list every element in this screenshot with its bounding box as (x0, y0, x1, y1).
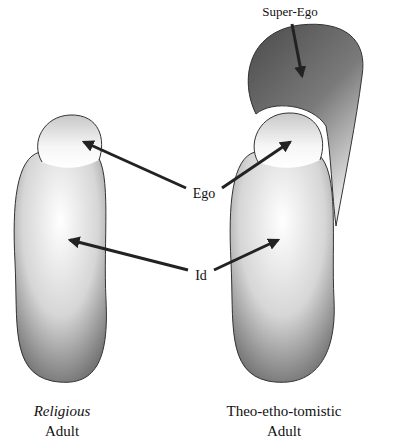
part-label: Id (195, 268, 207, 283)
leader-arrow (292, 24, 302, 76)
part-label: Super-Ego (262, 5, 317, 19)
figure-caption: Adult (267, 423, 301, 440)
figure-caption: Theo-etho-tomistic (227, 403, 342, 420)
ego-outline (254, 113, 323, 162)
id-body (230, 152, 334, 382)
part-label: Ego (193, 186, 216, 201)
leader-arrow (70, 240, 188, 270)
leader-arrow (222, 142, 290, 188)
ego-outline (38, 115, 102, 162)
id-body (14, 152, 106, 382)
leader-arrow (214, 240, 278, 270)
figure-caption: Religious (34, 403, 91, 420)
ego-head (38, 115, 102, 168)
figure-caption: Adult (45, 423, 79, 440)
leader-arrow (84, 142, 186, 188)
